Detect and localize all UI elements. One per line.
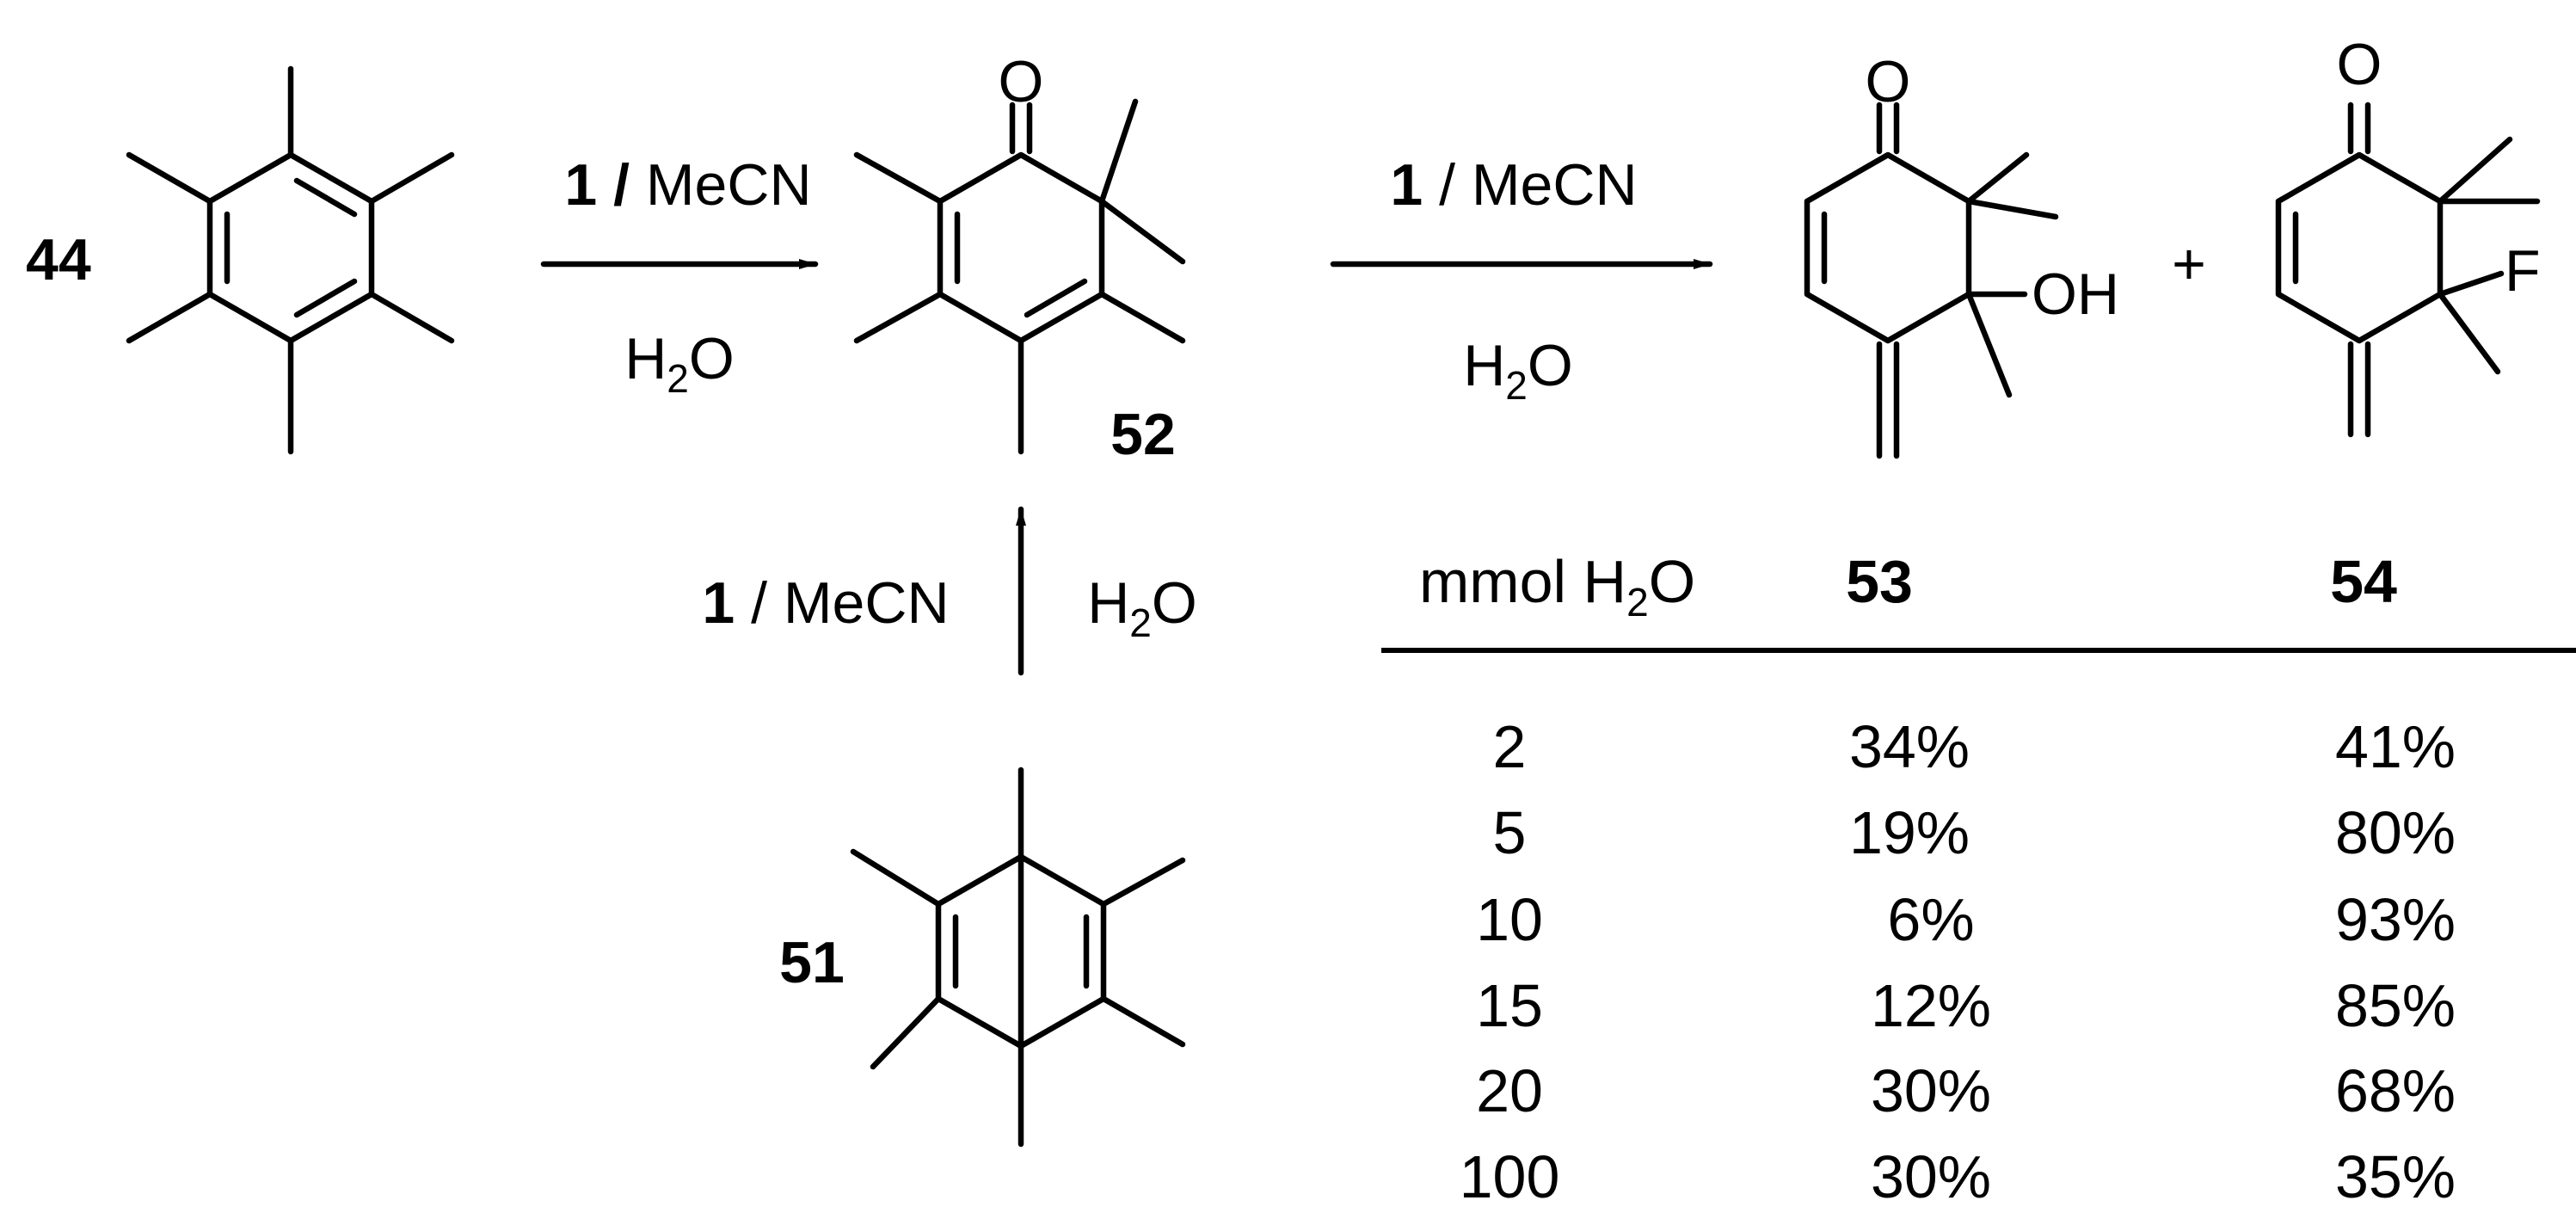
compound-44-label: 44	[26, 227, 91, 292]
arrow2-water: H2O	[1463, 333, 1573, 408]
arrow1-reagent: 1 / MeCN	[564, 152, 811, 218]
table-cell-53: 34%	[1849, 713, 1970, 780]
table-cell-54: 41%	[2335, 713, 2456, 780]
table-header-53: 53	[1846, 548, 1913, 615]
table-cell-mmol: 10	[1476, 886, 1543, 953]
table-cell-mmol: 5	[1493, 799, 1527, 866]
table-cell-53: 19%	[1849, 799, 1970, 866]
table-header-mmol: mmol H2O	[1419, 548, 1695, 625]
yield-table: mmol H2O 53 54 2 34% 41% 5 19% 80% 10 6%…	[1381, 548, 2576, 1210]
table-cell-54: 35%	[2335, 1143, 2456, 1210]
table-cell-54: 68%	[2335, 1057, 2456, 1124]
compound-51-structure	[850, 766, 1186, 1148]
arrow3-reagent: 1 / MeCN	[702, 570, 949, 636]
table-cell-53: 30%	[1871, 1057, 1991, 1124]
plus-sign: +	[2172, 231, 2206, 297]
table-cell-53: 12%	[1871, 972, 1991, 1039]
arrow1-water: H2O	[624, 326, 735, 401]
table-cell-mmol: 2	[1493, 713, 1527, 780]
compound-53-hydroxyl: OH	[2032, 262, 2119, 327]
compound-53-structure	[1804, 102, 2059, 459]
table-cell-54: 85%	[2335, 972, 2456, 1039]
table-cell-54: 93%	[2335, 886, 2456, 953]
compound-52-oxygen: O	[999, 49, 1044, 114]
table-cell-mmol: 100	[1460, 1143, 1560, 1210]
compound-53-oxygen: O	[1866, 49, 1911, 114]
table-header-54: 54	[2330, 548, 2397, 615]
table-cell-mmol: 15	[1476, 972, 1543, 1039]
compound-52-label: 52	[1110, 402, 1176, 467]
table-cell-53: 6%	[1887, 886, 1974, 953]
arrow2-reagent: 1 / MeCN	[1390, 152, 1637, 218]
table-cell-mmol: 20	[1476, 1057, 1543, 1124]
table-cell-53: 30%	[1871, 1143, 1991, 1210]
arrow3-water: H2O	[1087, 570, 1197, 645]
compound-54-structure	[2275, 102, 2541, 438]
compound-54-oxygen: O	[2337, 32, 2382, 97]
compound-51-label: 51	[779, 930, 845, 995]
table-cell-54: 80%	[2335, 799, 2456, 866]
compound-52-structure	[853, 98, 1186, 455]
compound-44-structure	[126, 65, 455, 455]
compound-54-fluorine: F	[2505, 238, 2541, 304]
